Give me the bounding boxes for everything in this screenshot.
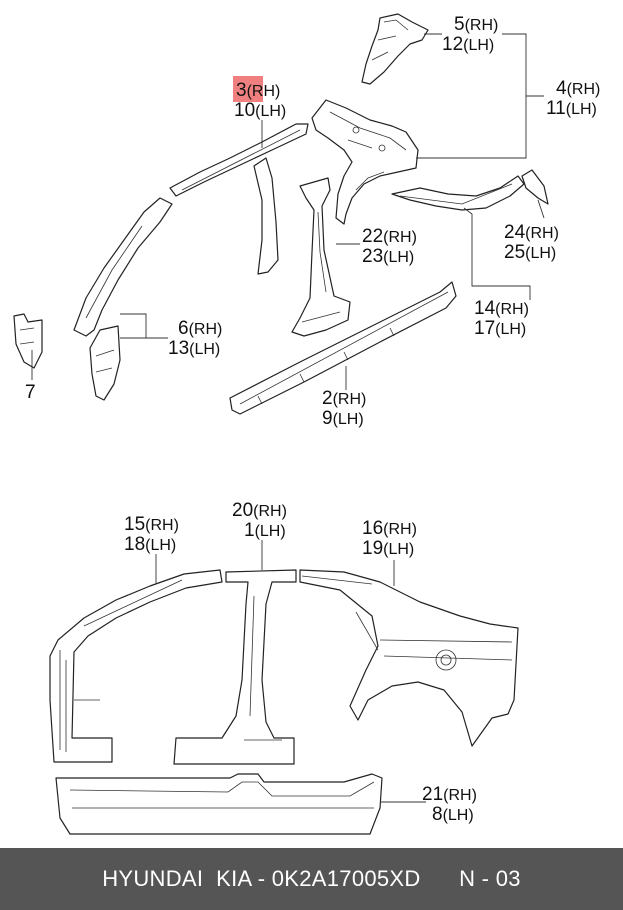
callout-15-18: 15(RH) 18(LH) — [124, 514, 179, 555]
part-4-11-rear-inner — [311, 99, 419, 225]
callout-20-1: 20(RH) 1(LH) — [232, 500, 287, 541]
svg-text:16(RH): 16(RH) — [362, 518, 417, 539]
svg-text:12(LH): 12(LH) — [442, 34, 494, 55]
svg-text:10(LH): 10(LH) — [234, 100, 286, 121]
svg-text:18(LH): 18(LH) — [124, 534, 176, 555]
svg-text:17(LH): 17(LH) — [474, 318, 526, 339]
callout-7: 7 — [25, 382, 36, 403]
svg-text:23(LH): 23(LH) — [362, 246, 414, 267]
svg-text:20(RH): 20(RH) — [232, 500, 287, 521]
callout-16-19: 16(RH) 19(LH) — [362, 518, 417, 559]
svg-text:13(LH): 13(LH) — [168, 338, 220, 359]
callout-3-10: 3(RH) 10(LH) — [234, 80, 286, 121]
svg-text:5(RH): 5(RH) — [454, 14, 498, 35]
svg-text:15(RH): 15(RH) — [124, 514, 179, 535]
svg-text:22(RH): 22(RH) — [362, 226, 417, 247]
svg-text:7: 7 — [25, 382, 36, 403]
lower-leader-lines — [155, 540, 426, 803]
callout-21-8: 21(RH) 8(LH) — [422, 784, 477, 825]
callout-2-9: 2(RH) 9(LH) — [322, 388, 366, 429]
svg-text:24(RH): 24(RH) — [504, 222, 559, 243]
part-2-9-side-sill — [229, 281, 457, 415]
svg-text:19(LH): 19(LH) — [362, 538, 414, 559]
callout-24-25: 24(RH) 25(LH) — [504, 222, 559, 263]
svg-text:25(LH): 25(LH) — [504, 242, 556, 263]
part-24-25-bracket — [521, 169, 549, 205]
upper-leader-lines — [31, 33, 545, 390]
svg-text:11(LH): 11(LH) — [546, 98, 597, 119]
assembled-front-pillar-15-18 — [49, 569, 223, 763]
part-5-12-bracket — [361, 13, 429, 85]
body-side-panel-diagram: 5(RH) 12(LH) 3(RH) 10(LH) 4(RH) 11(LH) 2… — [13, 13, 600, 835]
svg-text:6(RH): 6(RH) — [178, 318, 222, 339]
callout-4-11: 4(RH) 11(LH) — [546, 78, 600, 119]
assembled-side-sill-21-8 — [55, 773, 383, 835]
callout-6-13: 6(RH) 13(LH) — [168, 318, 222, 359]
footer-part-number: HYUNDAI KIA - 0K2A17005XD N - 03 — [102, 866, 521, 891]
svg-text:4(RH): 4(RH) — [556, 78, 600, 99]
svg-text:8(LH): 8(LH) — [432, 804, 474, 825]
svg-text:1(LH): 1(LH) — [244, 520, 286, 541]
svg-text:9(LH): 9(LH) — [322, 408, 364, 429]
part-6-13-front-pillar — [73, 197, 173, 401]
svg-text:3(RH): 3(RH) — [236, 80, 280, 101]
callout-22-23: 22(RH) 23(LH) — [362, 226, 417, 267]
svg-text:21(RH): 21(RH) — [422, 784, 477, 805]
part-14-17-wheelhouse — [391, 175, 525, 211]
svg-text:2(RH): 2(RH) — [322, 388, 366, 409]
footer-bar: HYUNDAI KIA - 0K2A17005XD N - 03 — [0, 848, 623, 910]
callout-14-17: 14(RH) 17(LH) — [474, 298, 529, 339]
part-3-10-roof-rail — [169, 123, 309, 197]
highlight-part-3 — [233, 76, 263, 102]
callout-5-12: 5(RH) 12(LH) — [442, 14, 498, 55]
assembled-rear-quarter-16-19 — [299, 569, 519, 747]
part-7-bracket — [13, 313, 43, 369]
svg-text:14(RH): 14(RH) — [474, 298, 529, 319]
part-22-23-center-pillar — [253, 157, 351, 337]
assembled-center-pillar-20-1 — [173, 569, 297, 765]
